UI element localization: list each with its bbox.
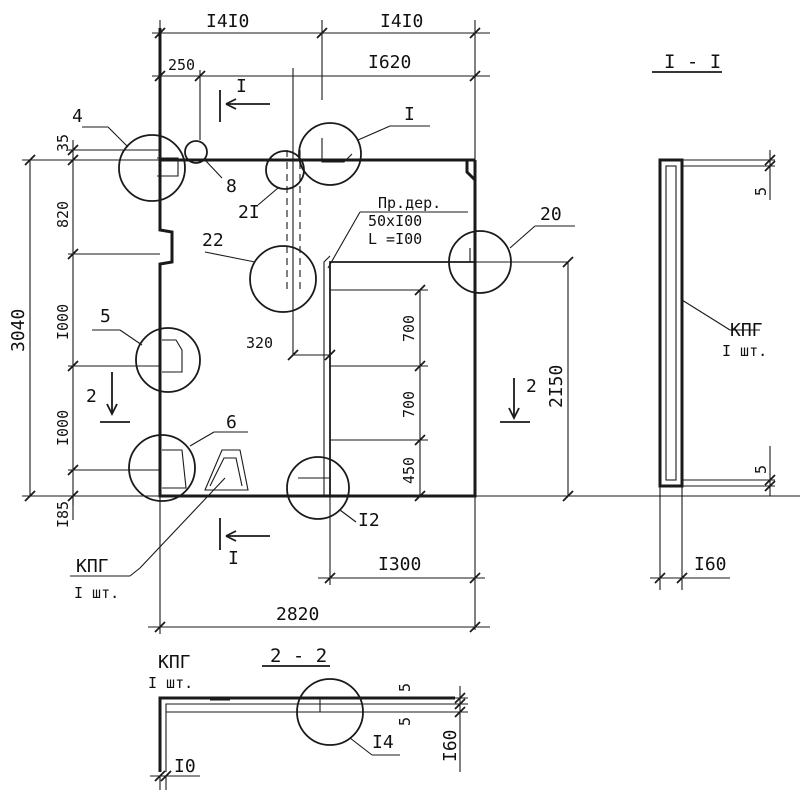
dim-label-1000-lower: I000	[54, 410, 72, 446]
leader-14	[349, 737, 373, 756]
leader-22	[204, 251, 256, 263]
detail-I-part	[321, 138, 353, 163]
dim-label-top-left: I4I0	[206, 11, 249, 32]
dim-label-700-lower: 700	[400, 391, 418, 418]
dim-label-700-upper: 700	[400, 315, 418, 342]
callout-circle-I	[298, 122, 362, 186]
callout-circle-5	[135, 327, 201, 393]
detail-6-part	[162, 449, 187, 489]
callout-label-5: 5	[100, 306, 111, 327]
lifting-loop-kpg	[204, 449, 249, 491]
callout-label-21: 2I	[238, 202, 260, 223]
section-I-profile	[658, 158, 684, 488]
section-I-dim-bottom-label: 5	[752, 465, 770, 474]
leader-timber	[327, 211, 361, 269]
timber-note-line1: Пр.дер.	[378, 194, 441, 212]
section-I-title: I - I	[664, 51, 721, 73]
leader-12	[339, 509, 357, 523]
detail-4-part	[157, 157, 179, 177]
section-I-inner	[665, 165, 677, 481]
dim-label-820: 820	[54, 201, 72, 228]
callout-label-22: 22	[202, 230, 224, 251]
callout-label-6: 6	[226, 412, 237, 433]
lifting-loop-kpg-inner	[209, 457, 243, 487]
dim-label-3040: 3040	[8, 309, 29, 352]
dim-label-top-right: I4I0	[380, 11, 423, 32]
section-2-dim-5-lower: 5	[396, 717, 414, 726]
callout-circle-12	[286, 456, 350, 520]
callout-circle-14	[296, 678, 364, 746]
section-mark-label-I-bottom: I	[228, 548, 239, 569]
section-2-inner	[165, 703, 455, 772]
section-mark-label-2-right: 2	[526, 376, 537, 397]
section-2-2	[150, 665, 468, 790]
section-2-dim-10: I0	[174, 756, 196, 777]
detail-12-part	[298, 477, 331, 496]
section-mark-label-2-left: 2	[86, 386, 97, 407]
dim-label-2150: 2I50	[546, 365, 567, 408]
callout-label-8: 8	[226, 176, 237, 197]
section-2-dim-5-upper: 5	[396, 683, 414, 692]
section-I-kpg-qty: I шт.	[722, 342, 767, 360]
timber-note-line2: 50xI00	[368, 212, 422, 230]
section-2-ticks	[154, 692, 466, 782]
dim-label-2820: 2820	[276, 604, 319, 625]
leader-8	[204, 159, 223, 179]
leader-21	[257, 187, 279, 206]
section-arrowhead-I-bottom	[225, 530, 237, 542]
section-2-profile	[158, 696, 455, 772]
callout-circle-4	[118, 134, 186, 202]
dim-label-450: 450	[400, 457, 418, 484]
section-I-leader	[681, 299, 731, 331]
callout-label-12: I2	[358, 510, 380, 531]
section-2-kpg-label: КПГ	[158, 652, 191, 673]
callout-circle-8	[184, 140, 208, 164]
leader-kpg-join	[129, 567, 141, 577]
leader-6	[189, 431, 215, 447]
section-I-I	[650, 71, 776, 590]
leader-kpg	[139, 477, 226, 569]
dim-label-320: 320	[246, 334, 273, 352]
section-I-dim-width-label: I60	[694, 554, 727, 575]
section-I-dim-top-label: 5	[752, 187, 770, 196]
section-2-kpg-qty: I шт.	[148, 674, 193, 692]
detail-5-part	[162, 339, 183, 373]
kpg-main-qty: I шт.	[74, 584, 119, 602]
dim-label-35: 35	[54, 134, 72, 152]
kpg-main-label: КПГ	[76, 556, 109, 577]
dim-label-250: 250	[168, 56, 195, 74]
callout-label-14: I4	[372, 732, 394, 753]
leader-20	[509, 225, 536, 249]
leader-5	[119, 329, 143, 346]
dim-ticks	[24, 27, 574, 633]
callout-label-4: 4	[72, 106, 83, 127]
callout-circle-22	[249, 245, 317, 313]
section-arrowhead-2-right	[508, 407, 520, 421]
dim-label-1300: I300	[378, 554, 421, 575]
plan-view	[22, 20, 800, 634]
section-arrowhead-2-left	[106, 403, 118, 417]
inner-opening-frame	[323, 255, 331, 496]
section-I-kpg-label: КПГ	[730, 320, 763, 341]
leader-4	[107, 126, 129, 148]
section-arrowhead-I-top	[225, 98, 237, 110]
section-2-title: 2 - 2	[270, 645, 327, 667]
timber-note-line3: L =I00	[368, 230, 422, 248]
detail-14-part	[310, 697, 321, 712]
section-2-dim-160: I60	[440, 729, 461, 762]
callout-circle-6	[128, 434, 196, 502]
dim-label-1620: I620	[368, 52, 411, 73]
callout-label-I: I	[404, 104, 415, 125]
dim-label-1000-upper: I000	[54, 304, 72, 340]
labels: I4I0 I4I0 250 I620 35 820 I000 I000 3040…	[8, 11, 770, 777]
section-I-ticks	[654, 154, 776, 584]
leader-I	[357, 125, 391, 141]
section-mark-label-I-top: I	[236, 76, 247, 97]
callout-label-20: 20	[540, 204, 562, 225]
dim-label-185: I85	[54, 501, 72, 528]
callout-circle-20	[448, 230, 512, 294]
detail-20-part	[469, 248, 490, 263]
